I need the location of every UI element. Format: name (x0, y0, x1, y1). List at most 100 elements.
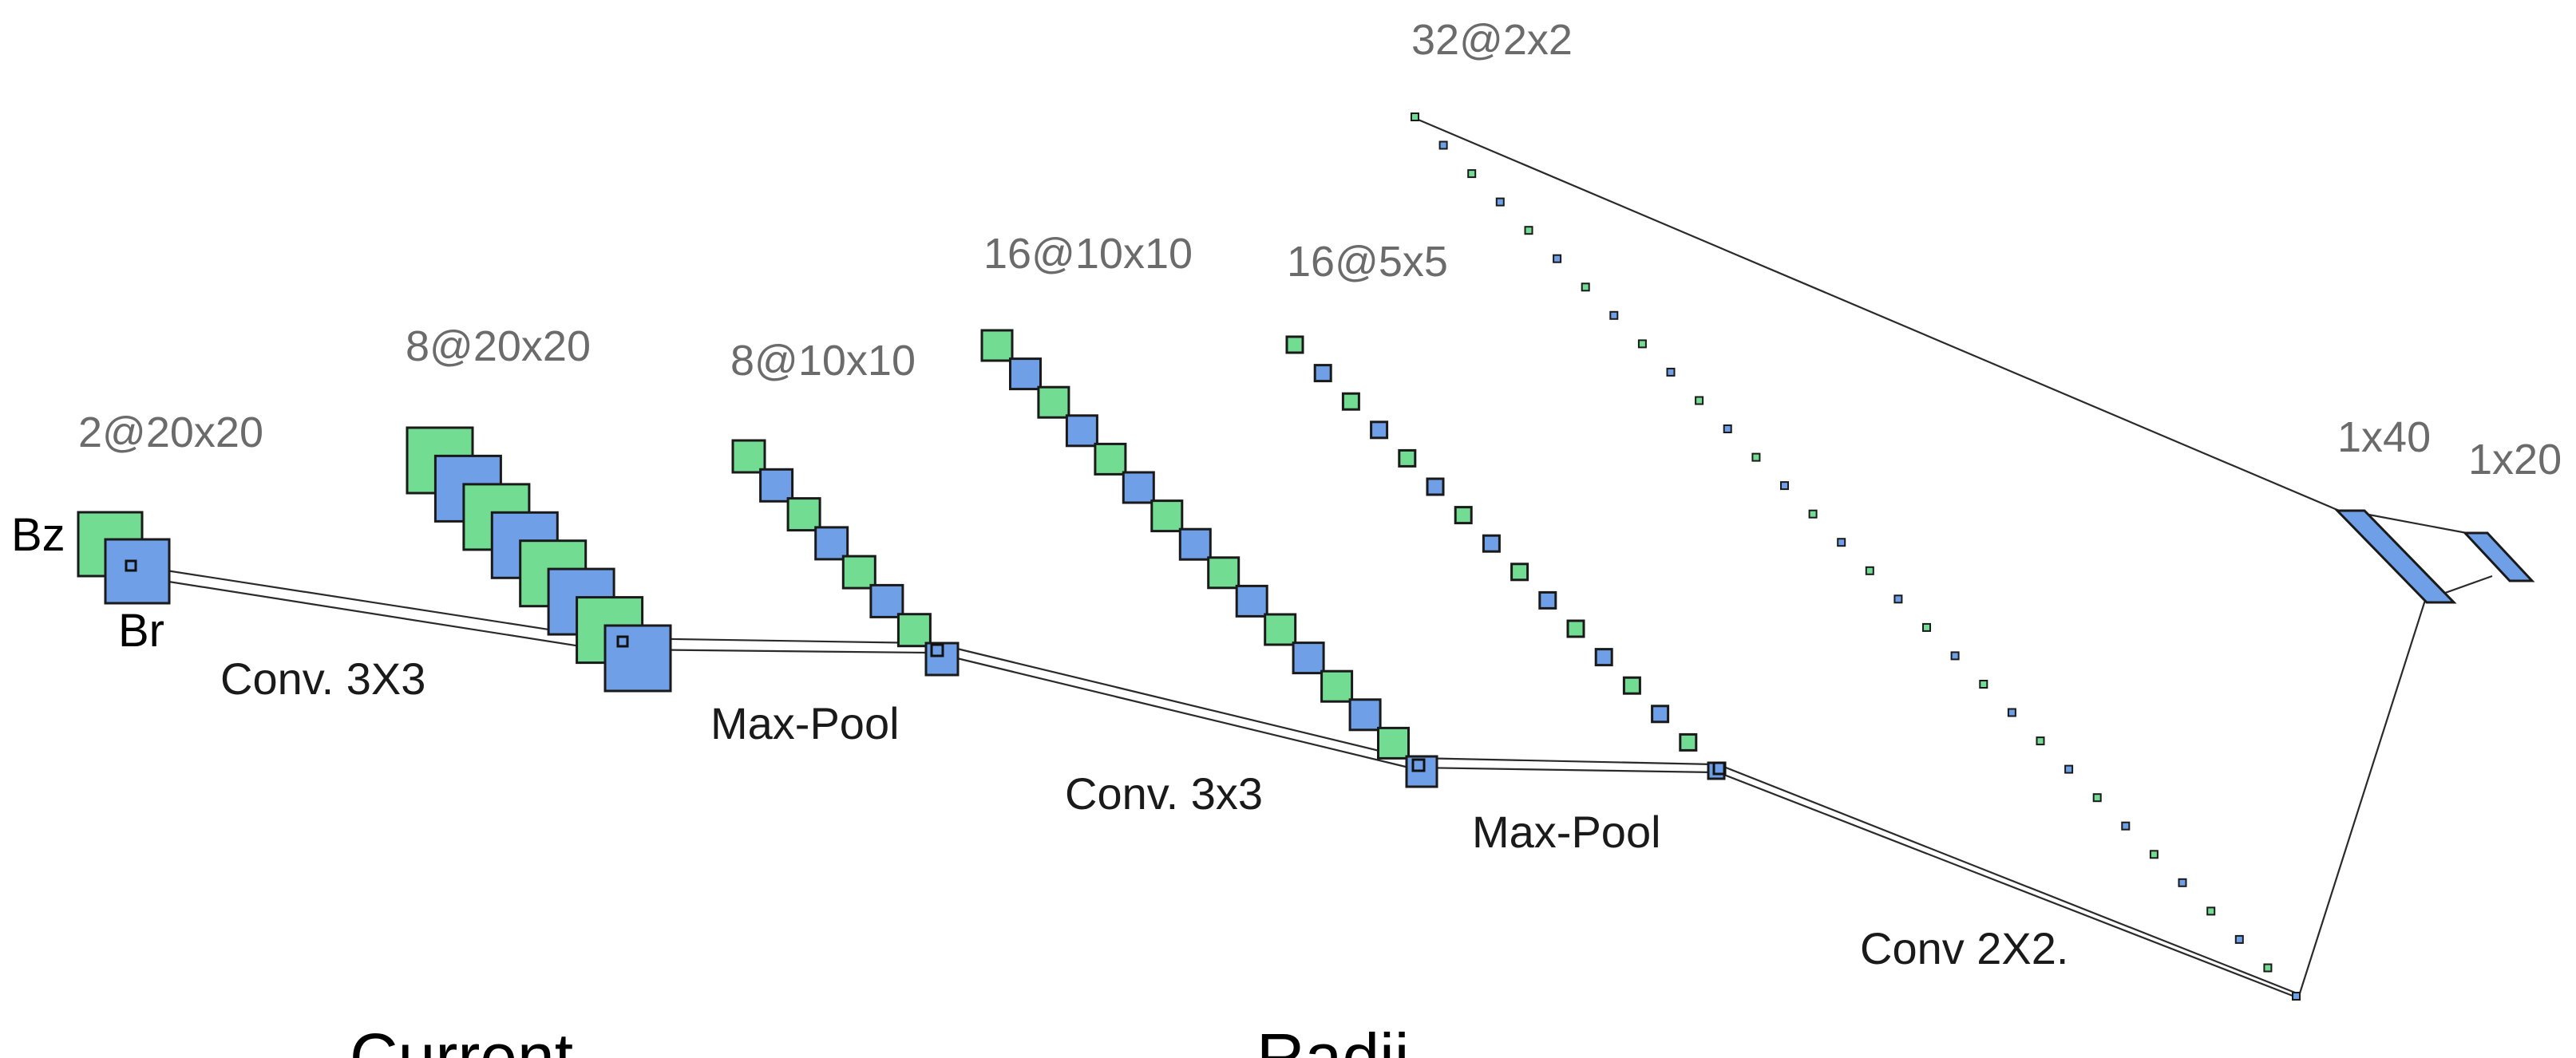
conv3-feature-map (1922, 622, 1931, 632)
conv2-feature-map (980, 329, 1014, 362)
conv2-feature-map (1094, 442, 1127, 476)
conv2-feature-map (1264, 613, 1297, 646)
conv2-feature-map (1292, 642, 1325, 675)
conv3-feature-map (2121, 821, 2131, 831)
conv3-feature-map (1411, 113, 1419, 121)
conv3-feature-map (2036, 736, 2045, 746)
dims-label-conv1: 8@20x20 (406, 322, 591, 370)
operation-label-conv2: Conv. 3x3 (1065, 768, 1263, 819)
fc1-vector (2334, 509, 2457, 604)
pool1-feature-map (814, 526, 849, 561)
pool1-feature-map (841, 555, 876, 590)
conv2-feature-map (1009, 357, 1042, 391)
pool2-feature-map (1707, 761, 1726, 780)
conv3-feature-map (2206, 906, 2216, 916)
conv3-feature-map (1495, 197, 1505, 207)
pool2-feature-map (1538, 590, 1557, 610)
dims-label-fc2: 1x20 (2468, 436, 2562, 484)
connector-conv2-pool2 (1415, 756, 1715, 774)
pool2-feature-map (1679, 732, 1698, 752)
conv3-feature-map (1950, 651, 1960, 661)
conv3-feature-map (1979, 680, 1988, 689)
pool1-feature-map (869, 583, 904, 618)
fc-layers (2334, 509, 2535, 604)
conv3-feature-map (2149, 850, 2159, 859)
conv3-feature-map (2263, 963, 2273, 973)
connector-input-conv1 (129, 563, 622, 654)
pool2-feature-map (1454, 506, 1473, 525)
kernel-marker-conv2 (1411, 758, 1426, 772)
conv3-feature-map (1837, 538, 1846, 547)
conv3-feature-map (1751, 452, 1761, 462)
conv2-feature-map (1320, 669, 1354, 703)
pool2-feature-map (1651, 705, 1670, 724)
input-label-bz: Bz (11, 509, 65, 561)
fc2-vector (2462, 531, 2535, 582)
conv2-feature-map (1122, 471, 1155, 504)
conv3-feature-map (1609, 310, 1619, 320)
connector-pool2-conv3 (1717, 763, 2300, 997)
pool2-feature-map (1510, 563, 1529, 582)
pool2-feature-map (1398, 448, 1417, 468)
input-feature-map (104, 538, 171, 605)
pool1-feature-map (896, 613, 932, 648)
conv3-feature-map (1723, 424, 1732, 433)
pool2-feature-map (1594, 648, 1613, 667)
conv2-feature-map (1178, 527, 1212, 561)
connector-pool1-conv2 (933, 642, 1410, 769)
conv2-feature-map (1377, 726, 1410, 760)
pool2-feature-map (1341, 392, 1360, 411)
bottom-label-radii: Radii (1256, 1020, 1409, 1058)
layer-conv1-maps (406, 426, 672, 693)
pool2-feature-map (1285, 335, 1304, 354)
conv3-feature-map (2092, 793, 2102, 803)
pool2-feature-map (1313, 364, 1332, 383)
kernel-markers (125, 559, 1727, 776)
layer-conv3-maps (1411, 113, 2301, 1001)
conv2-feature-map (1065, 414, 1098, 448)
kernel-marker-pool2 (1712, 761, 1727, 776)
conv2-feature-map (1037, 385, 1070, 419)
kernel-marker-input (125, 559, 137, 572)
layer-pool1-maps (731, 439, 960, 677)
conv3-feature-map (1438, 140, 1448, 150)
conv3-feature-map (1695, 396, 1704, 405)
conv3-feature-map (2178, 878, 2187, 887)
conv3-feature-map (2064, 764, 2074, 774)
layer-pool2-maps (1285, 335, 1726, 780)
conv3-feature-map (1780, 481, 1789, 491)
conv3-feature-map (2292, 992, 2301, 1001)
pool1-feature-map (759, 468, 794, 503)
dims-label-conv3: 32@2x2 (1411, 16, 1573, 64)
conv1-feature-map (603, 624, 672, 693)
operation-label-conv3: Conv 2X2. (1860, 923, 2069, 973)
dims-label-fc1: 1x40 (2337, 413, 2431, 461)
conv2-feature-map (1207, 556, 1241, 590)
pool2-feature-map (1566, 619, 1585, 638)
conv3-feature-map (2007, 708, 2016, 717)
operation-label-pool1: Max-Pool (710, 698, 900, 748)
dims-label-conv2: 16@10x10 (983, 230, 1193, 278)
conv3-feature-map (1865, 566, 1874, 575)
conv3-feature-map (2234, 934, 2244, 944)
pool2-feature-map (1622, 676, 1641, 695)
pool1-feature-map (731, 439, 766, 474)
connector-conv1-pool1 (623, 637, 928, 654)
conv3-feature-map (1808, 509, 1818, 519)
dims-label-pool1: 8@10x10 (730, 337, 916, 385)
bottom-label-current: Current (350, 1020, 573, 1058)
conv3-feature-map (1467, 169, 1477, 179)
conv3-feature-map (1893, 594, 1903, 604)
kernel-marker-pool1 (930, 643, 944, 657)
layer-input-maps (77, 511, 171, 605)
conv3-feature-map (1553, 254, 1562, 263)
pool2-feature-map (1370, 420, 1389, 440)
connection-lines (129, 116, 2493, 997)
operation-label-pool2: Max-Pool (1472, 807, 1661, 857)
layer-conv2-maps (980, 329, 1438, 788)
input-label-br: Br (118, 605, 164, 657)
conv2-feature-map (1235, 584, 1268, 618)
dims-label-pool2: 16@5x5 (1287, 238, 1448, 286)
conv3-feature-map (1666, 367, 1676, 377)
